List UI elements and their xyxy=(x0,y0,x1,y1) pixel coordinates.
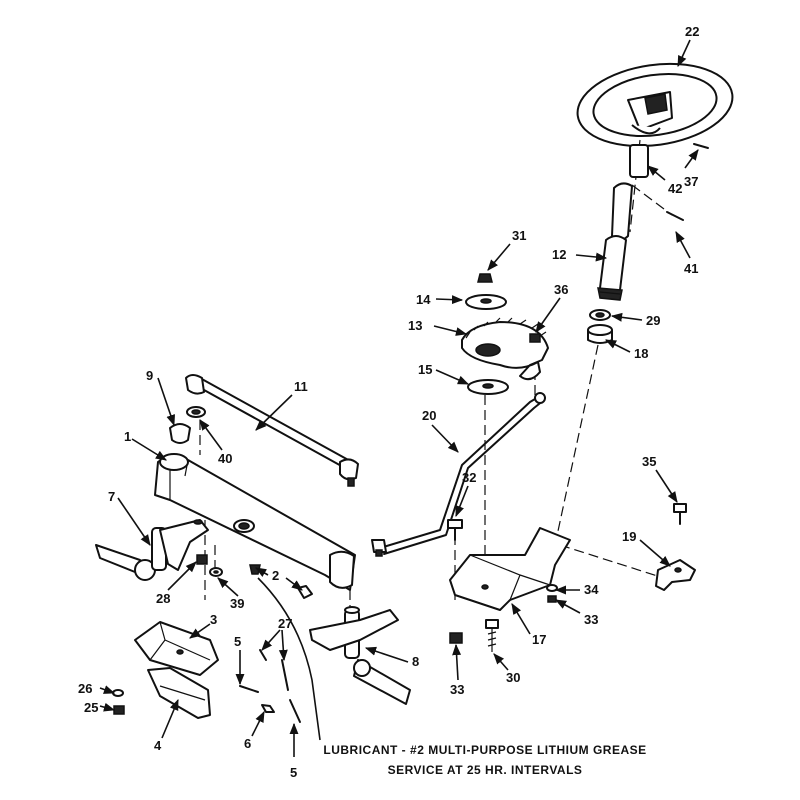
callout-33-left: 33 xyxy=(450,682,464,697)
upper-tube xyxy=(611,182,633,241)
callout-labels: 22 42 37 41 12 29 18 31 14 13 15 36 20 3… xyxy=(78,24,699,780)
pinion-gear xyxy=(597,287,623,301)
leader-lines xyxy=(99,39,699,757)
callout-5-upper: 5 xyxy=(234,634,241,649)
axle-hardware xyxy=(196,554,223,577)
callout-18: 18 xyxy=(634,346,648,361)
callout-6: 6 xyxy=(244,736,251,751)
callout-1: 1 xyxy=(124,429,131,444)
callout-25: 25 xyxy=(84,700,98,715)
pivot-bracket xyxy=(112,621,219,719)
callout-8: 8 xyxy=(412,654,419,669)
callout-4: 4 xyxy=(154,738,162,753)
callout-37: 37 xyxy=(684,174,698,189)
callout-27: 27 xyxy=(278,616,292,631)
callout-34: 34 xyxy=(584,582,599,597)
sector-gear-assembly xyxy=(461,273,549,395)
callout-32: 32 xyxy=(462,470,476,485)
callout-36: 36 xyxy=(554,282,568,297)
roll-pins xyxy=(666,143,709,221)
callout-9: 9 xyxy=(146,368,153,383)
left-spindle xyxy=(95,519,209,581)
callout-39: 39 xyxy=(230,596,244,611)
drag-link xyxy=(371,392,546,557)
callout-28: 28 xyxy=(156,591,170,606)
service-interval-note: SERVICE AT 25 HR. INTERVALS xyxy=(387,763,583,777)
lubricant-note: LUBRICANT - #2 MULTI-PURPOSE LITHIUM GRE… xyxy=(323,743,647,757)
pivot-pins xyxy=(239,649,301,723)
callout-41: 41 xyxy=(684,261,698,276)
support-bracket xyxy=(447,519,571,652)
callout-15: 15 xyxy=(418,362,432,377)
callout-3: 3 xyxy=(210,612,217,627)
callout-11: 11 xyxy=(294,379,308,394)
callout-12: 12 xyxy=(552,247,566,262)
coupling-42 xyxy=(629,144,649,178)
callout-42: 42 xyxy=(668,181,682,196)
steering-wheel xyxy=(576,62,734,148)
right-spindle xyxy=(309,606,411,705)
callout-14: 14 xyxy=(416,292,431,307)
washer-bushing xyxy=(587,309,613,344)
callout-35: 35 xyxy=(642,454,656,469)
callout-20: 20 xyxy=(422,408,436,423)
callout-5-lower: 5 xyxy=(290,765,297,780)
callout-7: 7 xyxy=(108,489,115,504)
callout-19: 19 xyxy=(622,529,636,544)
callout-22: 22 xyxy=(685,24,699,39)
callout-2: 2 xyxy=(272,568,279,583)
shaft-12 xyxy=(599,235,627,294)
callout-13: 13 xyxy=(408,318,422,333)
callout-29: 29 xyxy=(646,313,660,328)
tie-rod xyxy=(185,374,359,487)
rear-bracket xyxy=(655,503,696,591)
steering-column xyxy=(597,144,649,301)
callout-17: 17 xyxy=(532,632,546,647)
callout-31: 31 xyxy=(512,228,526,243)
callout-33-right: 33 xyxy=(584,612,598,627)
axle-bushing xyxy=(169,406,206,444)
callout-30: 30 xyxy=(506,670,520,685)
callout-26: 26 xyxy=(78,681,92,696)
callout-40: 40 xyxy=(218,451,232,466)
